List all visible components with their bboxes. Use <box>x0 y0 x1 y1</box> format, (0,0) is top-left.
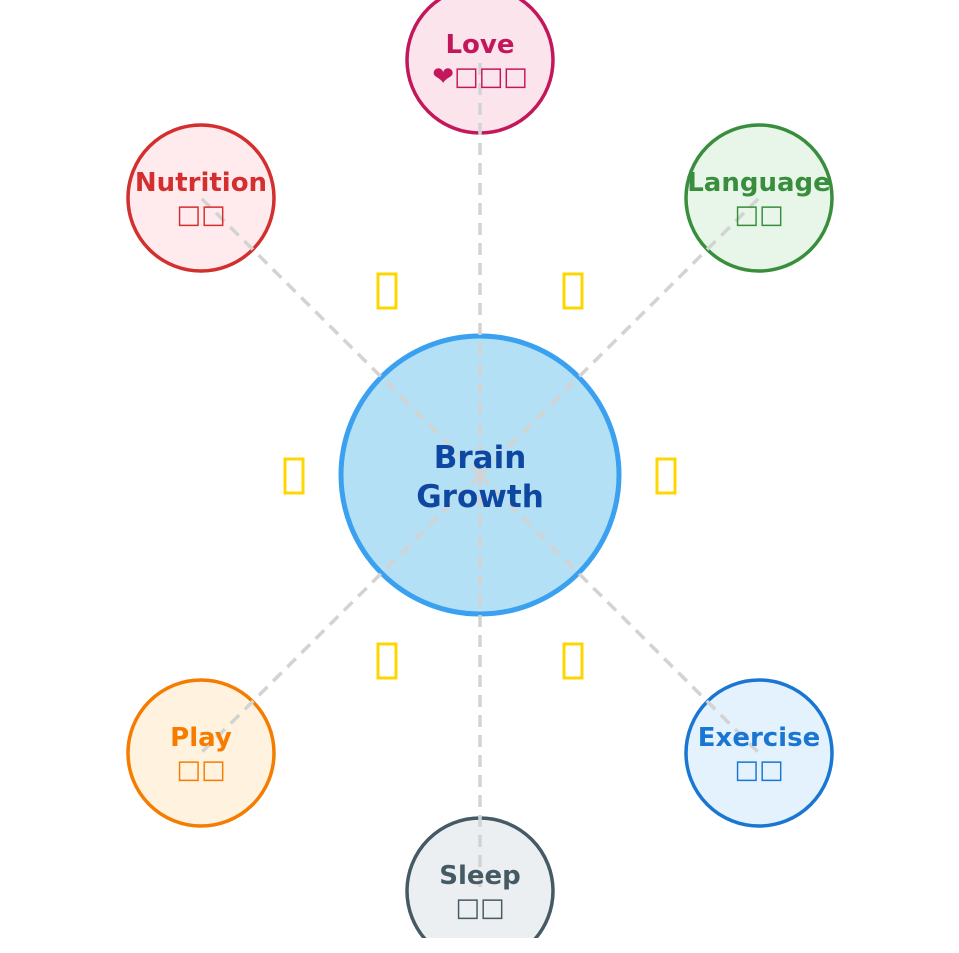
connector-line-play <box>199 473 482 755</box>
node-label-nutrition: Nutrition <box>135 168 267 198</box>
node-sublabel-exercise: □□ <box>734 755 783 785</box>
node-label-play: Play <box>170 723 232 753</box>
node-sublabel-play: □□ <box>176 755 225 785</box>
sparkle-icon <box>376 272 398 310</box>
connector-line-language <box>478 196 761 477</box>
sparkle-icon <box>655 457 677 495</box>
node-sublabel-sleep: □□ <box>455 893 504 923</box>
node-label-exercise: Exercise <box>698 723 820 753</box>
sparkle-icon <box>562 272 584 310</box>
node-label-love: Love <box>445 30 514 60</box>
node-sublabel-nutrition: □□ <box>176 200 225 230</box>
sparkle-icon <box>562 642 584 680</box>
center-label-line2: Growth <box>416 479 544 515</box>
node-sublabel-language: □□ <box>734 200 783 230</box>
center-label-line1: Brain <box>434 440 527 476</box>
connector-line-nutrition <box>199 196 482 477</box>
node-label-sleep: Sleep <box>439 861 521 891</box>
connector-line-exercise <box>478 473 761 755</box>
node-label-language: Language <box>687 168 831 198</box>
sparkle-icon <box>283 457 305 495</box>
sparkle-icon <box>376 642 398 680</box>
node-sublabel-love: ❤□□□ <box>432 62 527 92</box>
